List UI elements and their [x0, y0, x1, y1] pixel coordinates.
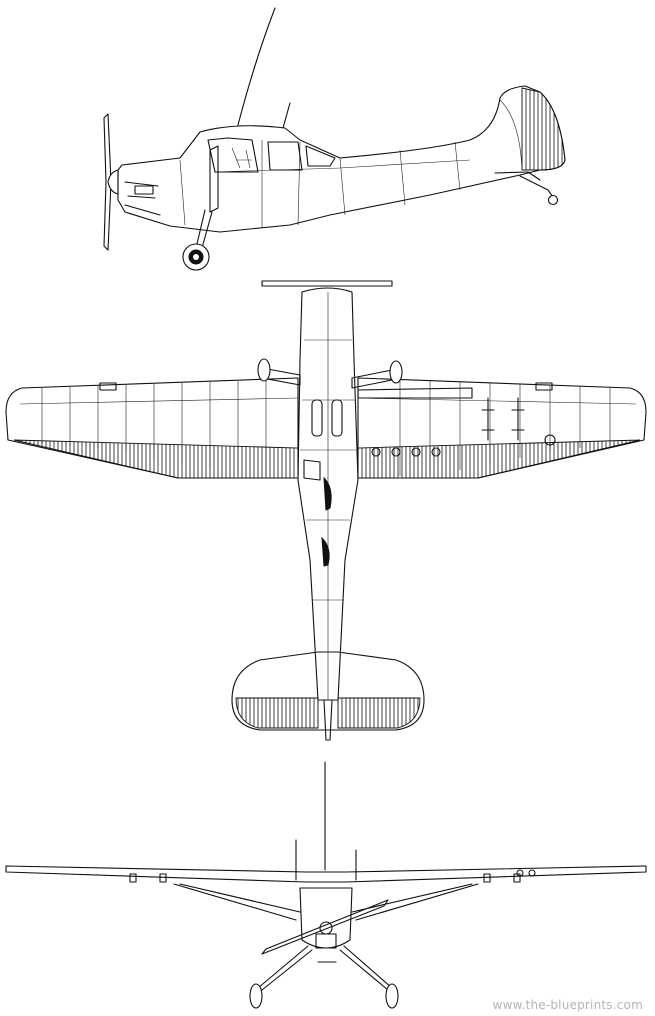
side-window-rear	[267, 141, 303, 171]
side-tailwheel-leg	[519, 175, 554, 198]
top-left-elevator	[235, 697, 319, 729]
front-left-strut	[173, 883, 297, 921]
front-left-gear	[257, 945, 313, 991]
front-spinner	[319, 921, 333, 935]
side-gear-leg	[195, 209, 206, 249]
top-propeller	[261, 280, 393, 287]
side-window-front	[207, 137, 259, 173]
front-right-wheel	[385, 983, 399, 1009]
front-view	[5, 761, 647, 1009]
top-view	[5, 280, 647, 741]
side-spinner	[107, 169, 119, 195]
side-tail-wheel	[547, 194, 559, 206]
top-left-flap	[13, 439, 299, 479]
front-wing	[5, 865, 647, 883]
top-left-wing	[5, 377, 299, 479]
side-wing-strut	[209, 145, 219, 213]
top-right-wing	[357, 377, 647, 479]
watermark-text: www.the-blueprints.com	[492, 998, 643, 1012]
side-fuselage	[117, 85, 566, 233]
side-view	[103, 7, 566, 271]
side-antenna-long	[237, 7, 276, 126]
top-left-wheel	[257, 358, 271, 382]
top-fuselage	[297, 287, 359, 701]
front-right-gear	[339, 945, 393, 991]
top-right-wheel	[389, 360, 403, 384]
side-window-aft	[305, 145, 336, 167]
top-insignia-lower	[321, 536, 330, 567]
top-insignia-upper	[323, 476, 332, 511]
front-propeller	[261, 899, 389, 955]
side-propeller	[103, 113, 112, 251]
front-left-wheel	[249, 983, 263, 1009]
front-right-strut	[355, 883, 479, 921]
top-horizontal-stabilizer	[231, 651, 425, 731]
side-antenna-short	[282, 102, 291, 129]
top-right-elevator	[337, 697, 421, 729]
